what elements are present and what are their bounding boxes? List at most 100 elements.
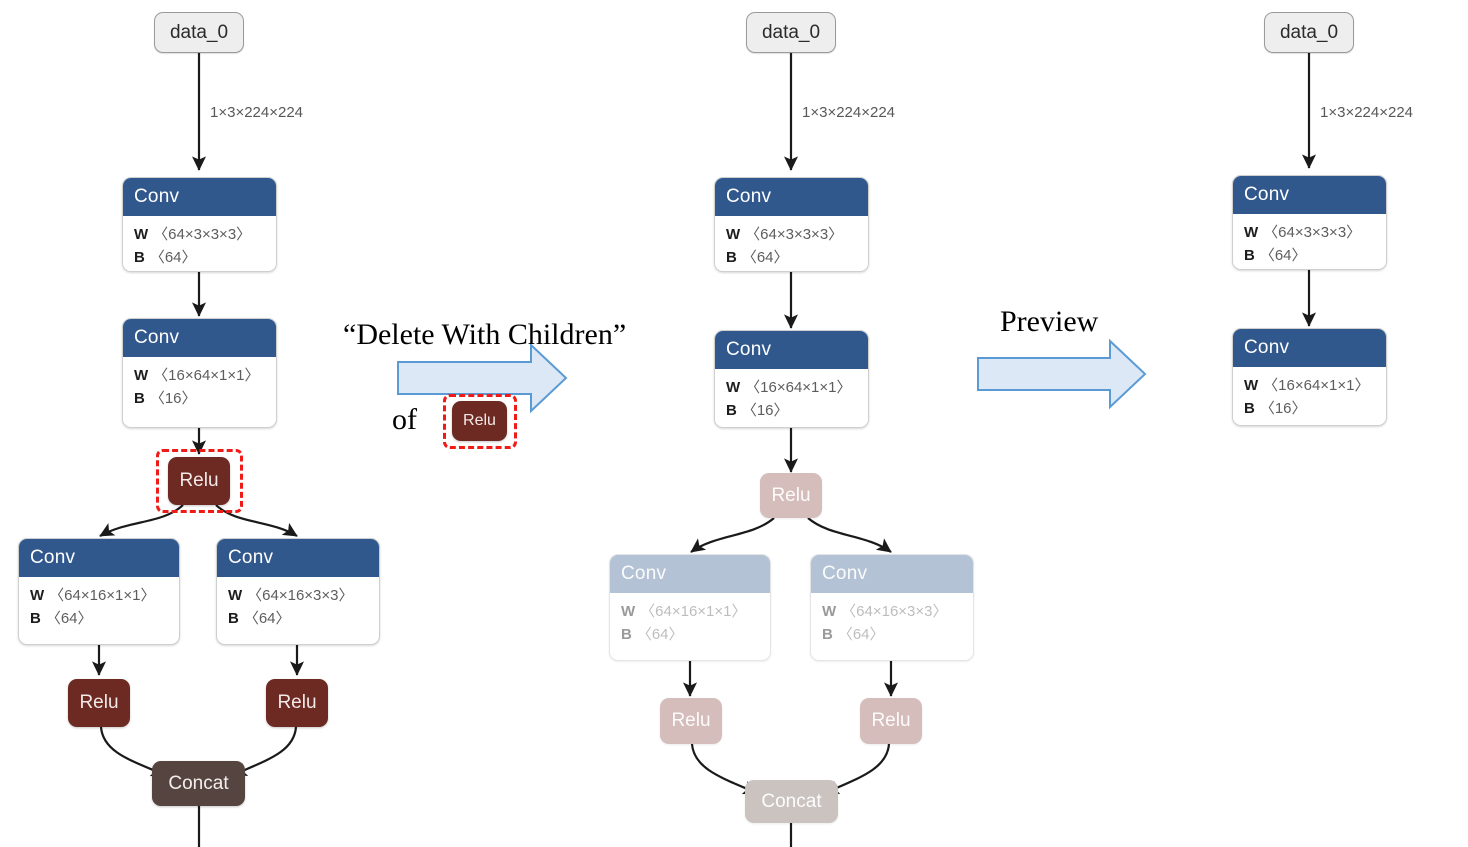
- attr-key: B: [726, 249, 737, 267]
- attr-key: B: [30, 610, 41, 628]
- attr-key: B: [726, 402, 737, 420]
- attr-row: W〈64×16×3×3〉: [822, 600, 973, 623]
- attr-row: B〈16〉: [134, 387, 276, 410]
- node-conv2-type: Conv: [123, 319, 276, 357]
- attr-key: B: [1244, 247, 1255, 265]
- annotation-relu-chip: Relu: [452, 401, 507, 441]
- attr-key: W: [726, 226, 741, 243]
- attr-value: 〈64〉: [1259, 247, 1307, 265]
- attr-row: W〈64×3×3×3〉: [1244, 221, 1386, 244]
- attr-value: 〈64×3×3×3〉: [745, 226, 844, 243]
- node-conv2-attrs: W〈16×64×1×1〉 B〈16〉: [123, 357, 276, 417]
- annotation-preview: Preview: [1000, 305, 1099, 338]
- attr-value: 〈64〉: [636, 626, 684, 644]
- attr-value: 〈64〉: [149, 249, 197, 267]
- attr-value: 〈64×3×3×3〉: [153, 226, 252, 243]
- attr-key: W: [228, 587, 243, 604]
- attr-row: B〈64〉: [726, 246, 868, 269]
- attr-key: W: [134, 226, 149, 243]
- preview-arrow: [977, 338, 1147, 410]
- attr-value: 〈64〉: [837, 626, 885, 644]
- attr-row: B〈64〉: [134, 246, 276, 269]
- attr-value: 〈64×16×1×1〉: [49, 587, 156, 604]
- attr-key: W: [822, 603, 837, 620]
- edge-label-tensor-shape: 1×3×224×224: [802, 104, 896, 121]
- attr-value: 〈64〉: [45, 610, 93, 628]
- attr-row: W〈64×16×1×1〉: [621, 600, 770, 623]
- attr-row: B〈16〉: [726, 399, 868, 422]
- node-conv1-type: Conv: [1233, 176, 1386, 214]
- node-relu-selected[interactable]: Relu: [168, 457, 230, 505]
- node-conv2-attrs: W〈16×64×1×1〉 B〈16〉: [1233, 367, 1386, 425]
- attr-key: B: [1244, 400, 1255, 418]
- node-conv1-type: Conv: [715, 178, 868, 216]
- node-relu-left-removed[interactable]: Relu: [660, 698, 722, 744]
- node-relu-left[interactable]: Relu: [68, 679, 130, 727]
- attr-row: W〈64×16×3×3〉: [228, 584, 379, 607]
- node-conv4-attrs: W〈64×16×3×3〉 B〈64〉: [811, 593, 973, 653]
- attr-key: B: [621, 626, 632, 644]
- node-conv4-type: Conv: [811, 555, 973, 593]
- node-data0[interactable]: data_0: [746, 12, 836, 53]
- node-conv1[interactable]: Conv W〈64×3×3×3〉 B〈64〉: [714, 177, 869, 272]
- node-concat[interactable]: Concat: [152, 761, 245, 806]
- attr-key: B: [228, 610, 239, 628]
- node-data0[interactable]: data_0: [154, 12, 244, 53]
- attr-value: 〈64×3×3×3〉: [1263, 224, 1362, 241]
- attr-value: 〈64〉: [741, 249, 789, 267]
- node-conv1-attrs: W〈64×3×3×3〉 B〈64〉: [123, 216, 276, 271]
- attr-value: 〈16×64×1×1〉: [745, 379, 852, 396]
- node-conv3-attrs: W〈64×16×1×1〉 B〈64〉: [19, 577, 179, 637]
- node-conv2[interactable]: Conv W〈16×64×1×1〉 B〈16〉: [1232, 328, 1387, 426]
- edges-graph-before: [91, 53, 305, 847]
- attr-key: B: [134, 249, 145, 267]
- node-conv4-type: Conv: [217, 539, 379, 577]
- attr-row: B〈64〉: [621, 623, 770, 646]
- node-conv1-type: Conv: [123, 178, 276, 216]
- node-conv3-type: Conv: [610, 555, 770, 593]
- annotation-of: of: [392, 403, 417, 436]
- attr-key: W: [134, 367, 149, 384]
- attr-row: W〈16×64×1×1〉: [134, 364, 276, 387]
- attr-row: B〈64〉: [228, 607, 379, 630]
- node-conv1-attrs: W〈64×3×3×3〉 B〈64〉: [1233, 214, 1386, 269]
- attr-key: W: [621, 603, 636, 620]
- node-conv2-type: Conv: [1233, 329, 1386, 367]
- node-conv4-removed[interactable]: Conv W〈64×16×3×3〉 B〈64〉: [810, 554, 974, 661]
- attr-key: B: [134, 390, 145, 408]
- node-conv2[interactable]: Conv W〈16×64×1×1〉 B〈16〉: [714, 330, 869, 428]
- node-conv1-attrs: W〈64×3×3×3〉 B〈64〉: [715, 216, 868, 271]
- node-relu-removed[interactable]: Relu: [760, 473, 822, 518]
- attr-value: 〈64×16×3×3〉: [841, 603, 948, 620]
- node-relu-right-removed[interactable]: Relu: [860, 698, 922, 744]
- attr-value: 〈16×64×1×1〉: [1263, 377, 1370, 394]
- node-conv3-removed[interactable]: Conv W〈64×16×1×1〉 B〈64〉: [609, 554, 771, 661]
- attr-key: W: [30, 587, 45, 604]
- node-conv1[interactable]: Conv W〈64×3×3×3〉 B〈64〉: [122, 177, 277, 272]
- attr-row: B〈64〉: [822, 623, 973, 646]
- attr-row: W〈64×3×3×3〉: [726, 223, 868, 246]
- node-conv1[interactable]: Conv W〈64×3×3×3〉 B〈64〉: [1232, 175, 1387, 270]
- attr-value: 〈64×16×3×3〉: [247, 587, 354, 604]
- attr-value: 〈16〉: [1259, 400, 1307, 418]
- node-conv4-attrs: W〈64×16×3×3〉 B〈64〉: [217, 577, 379, 637]
- edge-label-tensor-shape: 1×3×224×224: [210, 104, 304, 121]
- attr-key: W: [726, 379, 741, 396]
- attr-row: W〈16×64×1×1〉: [726, 376, 868, 399]
- attr-value: 〈64〉: [243, 610, 291, 628]
- node-conv3[interactable]: Conv W〈64×16×1×1〉 B〈64〉: [18, 538, 180, 645]
- node-data0[interactable]: data_0: [1264, 12, 1354, 53]
- attr-value: 〈16〉: [149, 390, 197, 408]
- node-concat-removed[interactable]: Concat: [745, 780, 838, 823]
- node-conv2[interactable]: Conv W〈16×64×1×1〉 B〈16〉: [122, 318, 277, 428]
- attr-row: W〈64×16×1×1〉: [30, 584, 179, 607]
- attr-value: 〈64×16×1×1〉: [640, 603, 747, 620]
- node-conv3-attrs: W〈64×16×1×1〉 B〈64〉: [610, 593, 770, 653]
- node-conv4[interactable]: Conv W〈64×16×3×3〉 B〈64〉: [216, 538, 380, 645]
- attr-row: W〈64×3×3×3〉: [134, 223, 276, 246]
- node-conv2-attrs: W〈16×64×1×1〉 B〈16〉: [715, 369, 868, 427]
- attr-key: W: [1244, 224, 1259, 241]
- edge-label-tensor-shape: 1×3×224×224: [1320, 104, 1414, 121]
- node-relu-right[interactable]: Relu: [266, 679, 328, 727]
